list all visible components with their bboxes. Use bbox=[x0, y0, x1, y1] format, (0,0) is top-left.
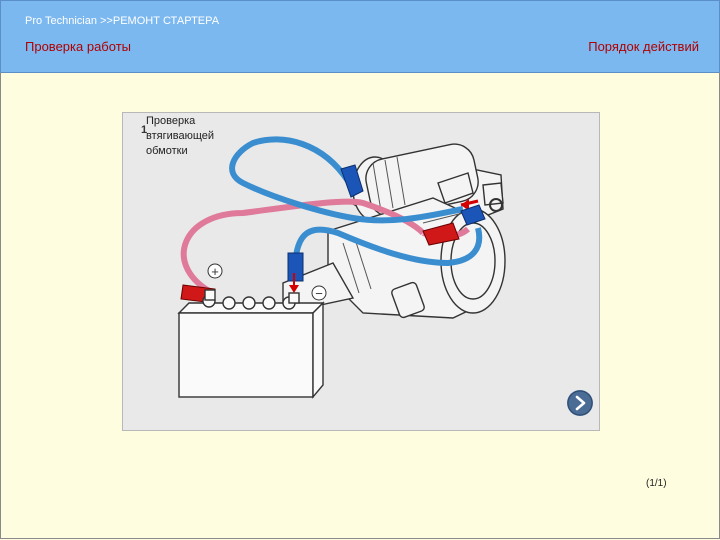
step-number: 1 bbox=[141, 124, 148, 136]
negative-cable-top bbox=[229, 136, 464, 224]
red-clip-terminal bbox=[422, 222, 460, 246]
battery-down-arrowhead bbox=[289, 285, 299, 293]
chevron-right-icon bbox=[567, 390, 593, 416]
positive-cable bbox=[180, 198, 426, 294]
negative-cable bbox=[291, 226, 483, 282]
plus-symbol-circle bbox=[207, 263, 223, 279]
starter-diagram: + − bbox=[122, 112, 600, 431]
section-title: Проверка работы bbox=[25, 39, 131, 54]
blue-clip-battery bbox=[287, 252, 304, 282]
plus-symbol: + bbox=[211, 264, 219, 279]
step-description: Проверка втягивающей обмотки bbox=[146, 115, 215, 157]
minus-symbol: − bbox=[315, 286, 323, 301]
page-counter: (1/1) bbox=[646, 478, 667, 489]
starter-ribs bbox=[342, 156, 464, 294]
diagram-illustration: + − bbox=[177, 136, 506, 399]
blue-clip-top bbox=[340, 164, 364, 198]
procedure-link[interactable]: Порядок действий bbox=[588, 39, 699, 54]
minus-symbol-circle bbox=[311, 285, 327, 301]
battery bbox=[177, 289, 325, 399]
motor-terminal bbox=[460, 198, 503, 212]
blue-clip-terminal bbox=[460, 204, 486, 226]
next-button[interactable] bbox=[567, 390, 593, 416]
breadcrumb: Pro Technician >>РЕМОНТ СТАРТЕРА bbox=[25, 15, 220, 27]
header-bar: Pro Technician >>РЕМОНТ СТАРТЕРА Проверк… bbox=[0, 0, 720, 73]
